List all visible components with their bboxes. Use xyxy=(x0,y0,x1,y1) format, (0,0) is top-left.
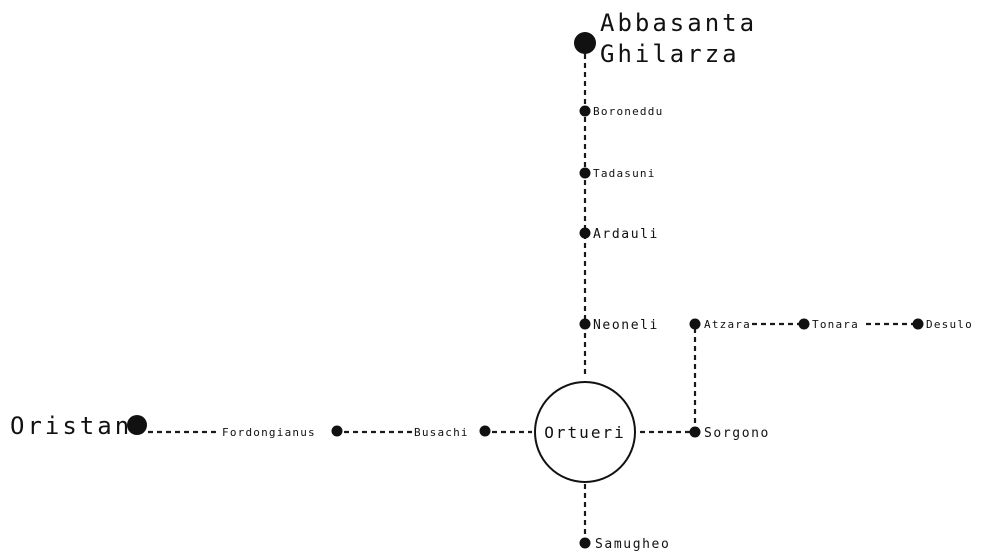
station-label-ortueri: Ortueri xyxy=(544,423,625,442)
station-label-boroneddu: Boroneddu xyxy=(593,105,663,118)
station-label-busachi: Busachi xyxy=(414,426,469,439)
station-label-fordongianus: Fordongianus xyxy=(222,426,316,439)
station-tonara-dot[interactable] xyxy=(798,318,810,330)
station-busachi-dot[interactable] xyxy=(479,425,491,437)
station-label-desulo: Desulo xyxy=(926,318,973,331)
station-oristano-dot[interactable] xyxy=(127,415,147,435)
station-label-sorgono: Sorgono xyxy=(704,426,770,441)
station-label-neoneli: Neoneli xyxy=(593,318,659,333)
station-label-oristano: Oristano xyxy=(10,412,150,440)
station-desulo-dot[interactable] xyxy=(912,318,924,330)
station-boroneddu-dot[interactable] xyxy=(579,105,591,117)
station-neoneli-dot[interactable] xyxy=(579,318,591,330)
station-ortueri-hub[interactable] xyxy=(534,381,636,483)
station-sorgono-dot[interactable] xyxy=(689,426,701,438)
station-label-samugheo: Samugheo xyxy=(595,537,670,552)
station-label-tonara: Tonara xyxy=(812,318,859,331)
station-tadasuni-dot[interactable] xyxy=(579,167,591,179)
station-samugheo-dot[interactable] xyxy=(579,537,591,549)
station-label-ardauli: Ardauli xyxy=(593,227,659,242)
station-atzara-dot[interactable] xyxy=(689,318,701,330)
station-label-tadasuni: Tadasuni xyxy=(593,167,656,180)
station-ardauli-dot[interactable] xyxy=(579,227,591,239)
station-label-abbasanta: Abbasanta xyxy=(600,9,757,37)
station-label-atzara: Atzara xyxy=(704,318,751,331)
station-abbasanta-ghilarza-dot[interactable] xyxy=(574,32,596,54)
station-label-ghilarza: Ghilarza xyxy=(600,40,740,68)
station-fordongianus-dot[interactable] xyxy=(331,425,343,437)
